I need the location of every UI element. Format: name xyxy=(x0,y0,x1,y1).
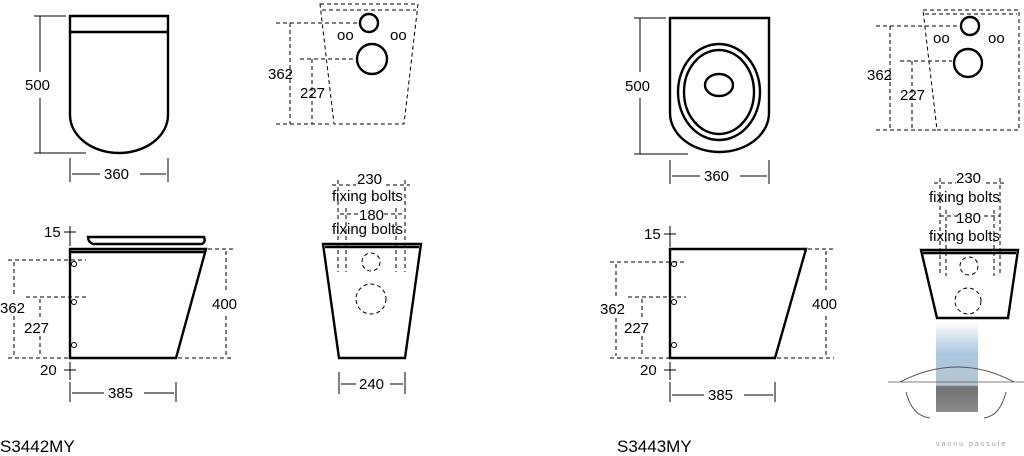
left-top-width-label: 360 xyxy=(104,166,129,183)
left-top-height-label: 500 xyxy=(25,77,50,94)
right-rear-outlet-label: 362 xyxy=(867,67,892,84)
right-side-bottom-offset-label: 20 xyxy=(640,362,657,379)
right-front-bolts-inner-caption: fixing bolts xyxy=(929,228,1000,245)
watermark-text: vannu passule xyxy=(936,441,1007,448)
right-top-width-label: 360 xyxy=(704,168,729,185)
right-side-total-height-label: 400 xyxy=(812,296,837,313)
right-rear-bolt-mark-a: oo xyxy=(933,30,950,47)
right-side-inlet-label: 227 xyxy=(624,320,649,337)
left-rear-outlet-label: 362 xyxy=(268,66,293,83)
right-side-depth-label: 385 xyxy=(708,387,733,404)
right-rear-outlet-hole xyxy=(952,47,984,79)
left-front-bolts-outer-caption: fixing bolts xyxy=(332,188,403,205)
left-rear-view: oo oo 362 227 xyxy=(268,3,419,125)
left-side-depth-label: 385 xyxy=(108,385,133,402)
left-model-code: S3442MY xyxy=(0,437,75,456)
right-rear-inlet-label: 227 xyxy=(900,87,925,104)
left-front-bolts-inner-value: 180 xyxy=(359,207,384,224)
right-front-view: 230 fixing bolts 180 fixing bolts xyxy=(919,170,1020,320)
right-top-view: 500 360 xyxy=(625,16,771,185)
right-top-bowl-drain xyxy=(703,72,735,98)
left-front-bolts-outer-value: 230 xyxy=(357,171,382,188)
right-side-outlet-label: 362 xyxy=(600,301,625,318)
right-side-seat-offset-label: 15 xyxy=(644,226,661,243)
left-side-outlet-label: 362 xyxy=(0,300,25,317)
right-front-bolts-outer-caption: fixing bolts xyxy=(929,189,1000,206)
left-front-view: 230 fixing bolts 180 fixing bolts 240 xyxy=(321,171,423,394)
left-front-bolts-inner-caption: fixing bolts xyxy=(332,221,403,238)
left-side-total-height-label: 400 xyxy=(212,296,237,313)
left-side-inlet-label: 227 xyxy=(24,320,49,337)
left-rear-inlet-hole xyxy=(358,12,380,34)
right-front-bolts-outer-value: 230 xyxy=(956,170,981,187)
watermark-logo: vannu passule xyxy=(888,322,1024,448)
right-rear-view: oo oo 362 227 xyxy=(867,9,1020,131)
left-rear-inlet-label: 227 xyxy=(300,85,325,102)
right-model-code: S3443MY xyxy=(617,437,692,456)
right-side-view: 362 227 15 20 400 385 xyxy=(600,226,837,404)
left-side-seat-offset-label: 15 xyxy=(44,224,61,241)
right-top-bowl-outer xyxy=(676,42,762,142)
left-side-seat-lid xyxy=(86,235,206,246)
left-side-view: 362 227 15 20 400 385 xyxy=(0,224,237,402)
left-rear-outlet-hole xyxy=(355,42,389,76)
left-rear-bolt-mark-b: oo xyxy=(390,27,407,44)
left-rear-bolt-mark-a: oo xyxy=(337,27,354,44)
right-front-bolts-inner-value: 180 xyxy=(956,210,981,227)
right-top-height-label: 500 xyxy=(625,78,650,95)
right-top-bowl-inner xyxy=(682,48,756,136)
left-top-view: 500 360 xyxy=(25,14,170,183)
right-rear-inlet-hole xyxy=(959,15,981,37)
left-front-base-width-label: 240 xyxy=(359,376,384,393)
right-rear-bolt-mark-b: oo xyxy=(988,30,1005,47)
left-side-bottom-offset-label: 20 xyxy=(40,362,57,379)
